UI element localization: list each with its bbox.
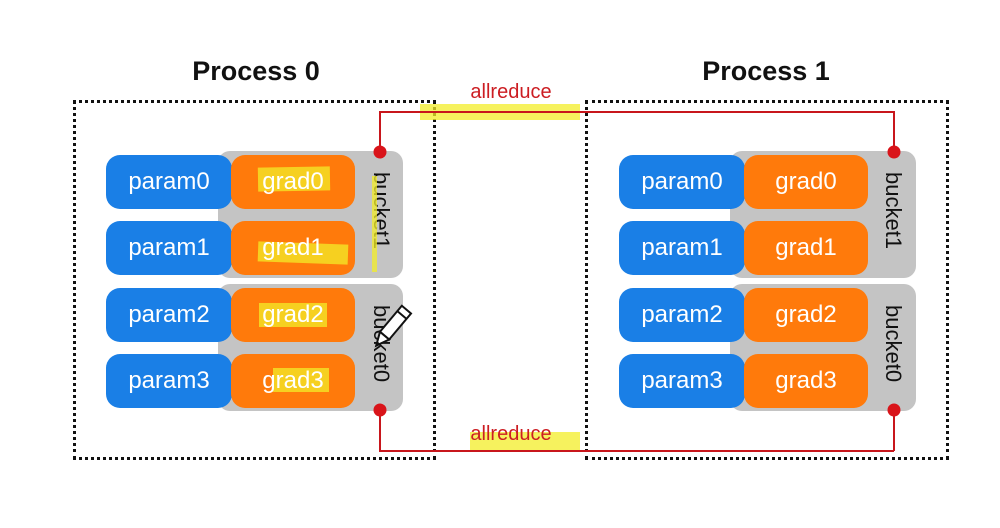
- process0-bucket1-dot: [373, 145, 387, 159]
- process1-title: Process 1: [702, 56, 830, 86]
- allreduce-bottom-right-rise: [893, 410, 895, 451]
- process1-param0: param0: [619, 155, 745, 209]
- process1-param1: param1: [619, 221, 745, 275]
- process0-grad0-label: grad0: [262, 168, 324, 195]
- process1-grad2: grad2: [744, 288, 868, 342]
- allreduce-bottom-highlight: [470, 432, 580, 450]
- allreduce-top-label: allreduce: [470, 81, 552, 103]
- process0-grad0: grad0: [231, 155, 355, 209]
- process0-param0: param0: [106, 155, 232, 209]
- process0-grad1: grad1: [231, 221, 355, 275]
- process0-param3: param3: [106, 354, 232, 408]
- process1-bucket0-dot: [887, 403, 901, 417]
- process1-bucket1-label: bucket1: [881, 172, 906, 250]
- process1-box: [585, 100, 949, 460]
- process0-box: [73, 100, 436, 460]
- process0-grad2: grad2: [231, 288, 355, 342]
- process1-bucket1-dot: [887, 145, 901, 159]
- allreduce-bottom-label: allreduce: [470, 423, 552, 445]
- highlight-mark: [273, 368, 329, 392]
- process1-grad0: grad0: [744, 155, 868, 209]
- process0-title: Process 0: [192, 56, 320, 86]
- process1-bucket0-label: bucket0: [881, 305, 906, 383]
- allreduce-top-left-drop: [379, 111, 381, 152]
- process0-bucket0-dot: [373, 403, 387, 417]
- allreduce-top-right-drop: [893, 111, 895, 152]
- pencil-cursor-icon: [374, 304, 413, 348]
- allreduce-bottom-left-rise: [379, 410, 381, 451]
- process1-param3: param3: [619, 354, 745, 408]
- process0-param1: param1: [106, 221, 232, 275]
- highlight-mark: [372, 176, 377, 272]
- process0-grad3-label: grad3: [262, 367, 324, 394]
- allreduce-top-line: [379, 111, 894, 113]
- process0-grad1-label: grad1: [262, 234, 324, 261]
- process1-grad1: grad1: [744, 221, 868, 275]
- process0-grad3: grad3: [231, 354, 355, 408]
- highlight-mark: [259, 303, 327, 327]
- process0-param2: param2: [106, 288, 232, 342]
- process0-grad2-label: grad2: [262, 301, 324, 328]
- process1-param2: param2: [619, 288, 745, 342]
- process1-grad3: grad3: [744, 354, 868, 408]
- allreduce-bottom-line: [379, 450, 894, 452]
